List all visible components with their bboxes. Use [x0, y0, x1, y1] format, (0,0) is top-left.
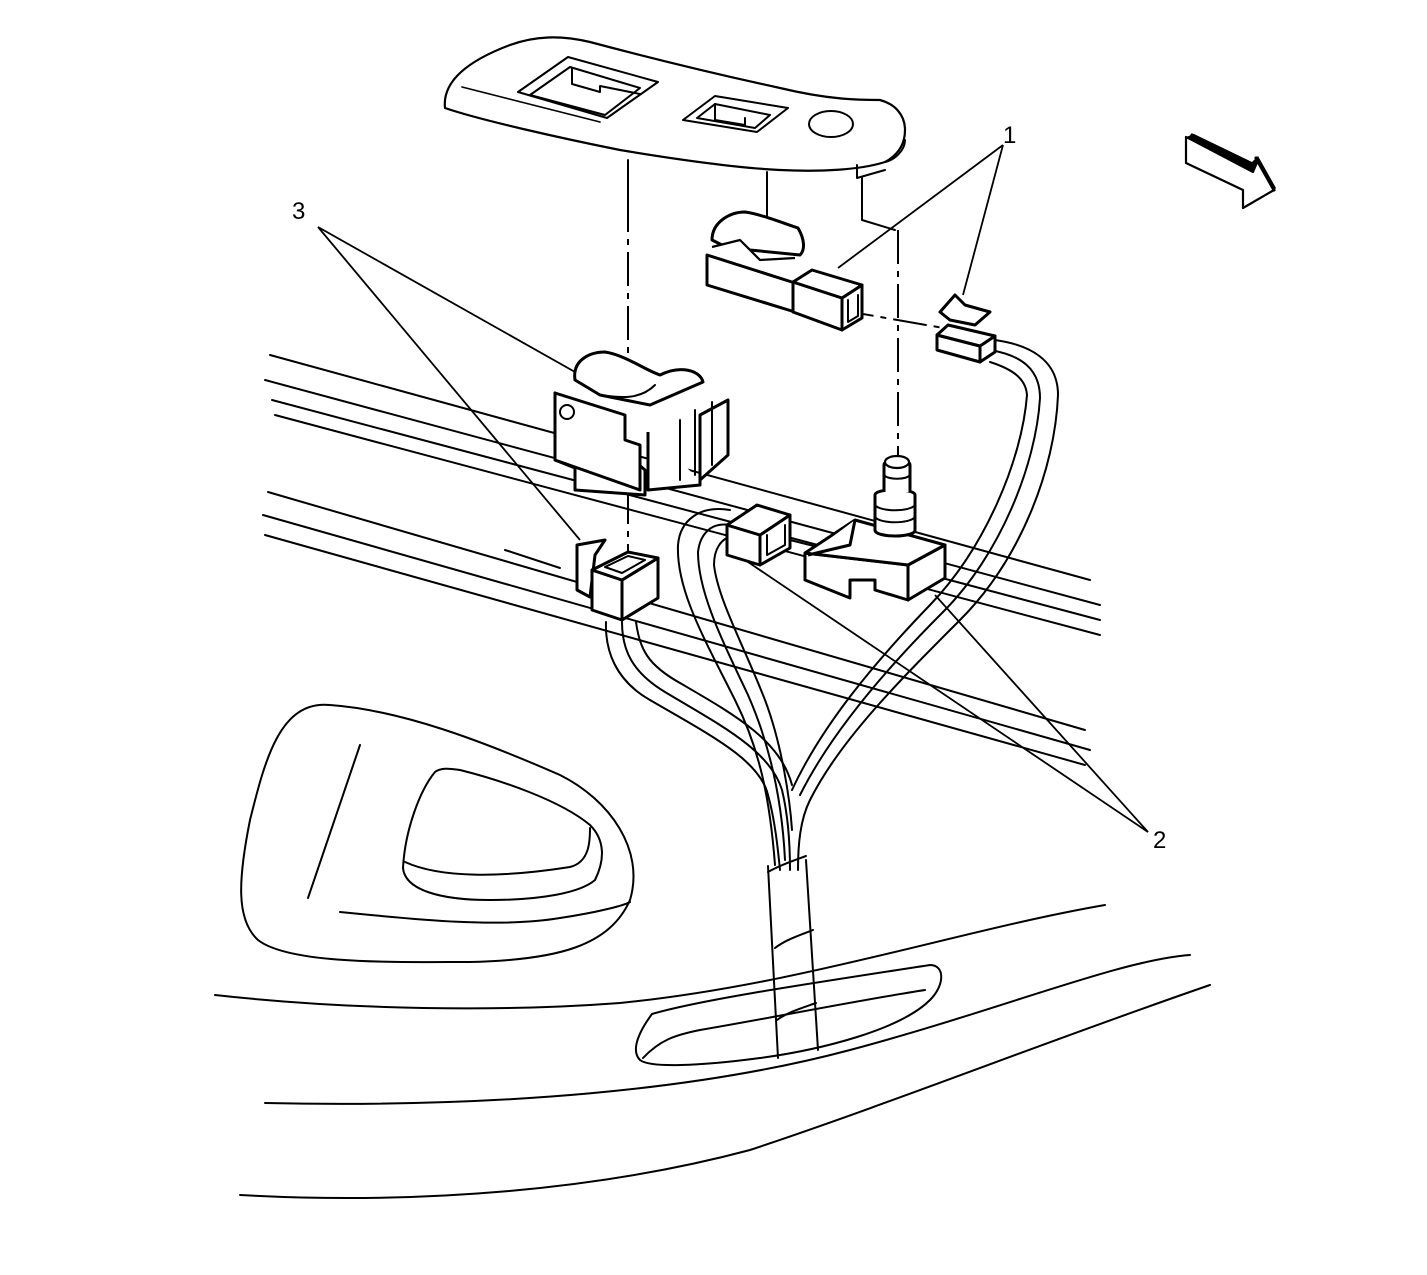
switch-right-rocker	[705, 210, 864, 332]
trim-rail-lines	[262, 354, 1101, 766]
harness-connector-left	[575, 538, 660, 622]
harness-connector-upper-right	[935, 293, 997, 364]
callout-1-label: 1	[1003, 122, 1017, 149]
callout-leaders	[317, 144, 1149, 833]
callout-3-label: 3	[292, 198, 306, 225]
trim-bezel-panel	[443, 36, 907, 231]
callout-2-label: 2	[1153, 827, 1167, 854]
lower-trim-contours	[214, 904, 1211, 1199]
harness-connector-middle	[725, 503, 831, 567]
handle-recess	[240, 703, 635, 964]
wire-harness	[604, 339, 1059, 1059]
sensor-plunger-switch	[803, 454, 947, 602]
harness-slot	[634, 964, 943, 1067]
direction-arrow-icon	[1184, 133, 1276, 210]
switch-left-rocker	[553, 350, 730, 497]
